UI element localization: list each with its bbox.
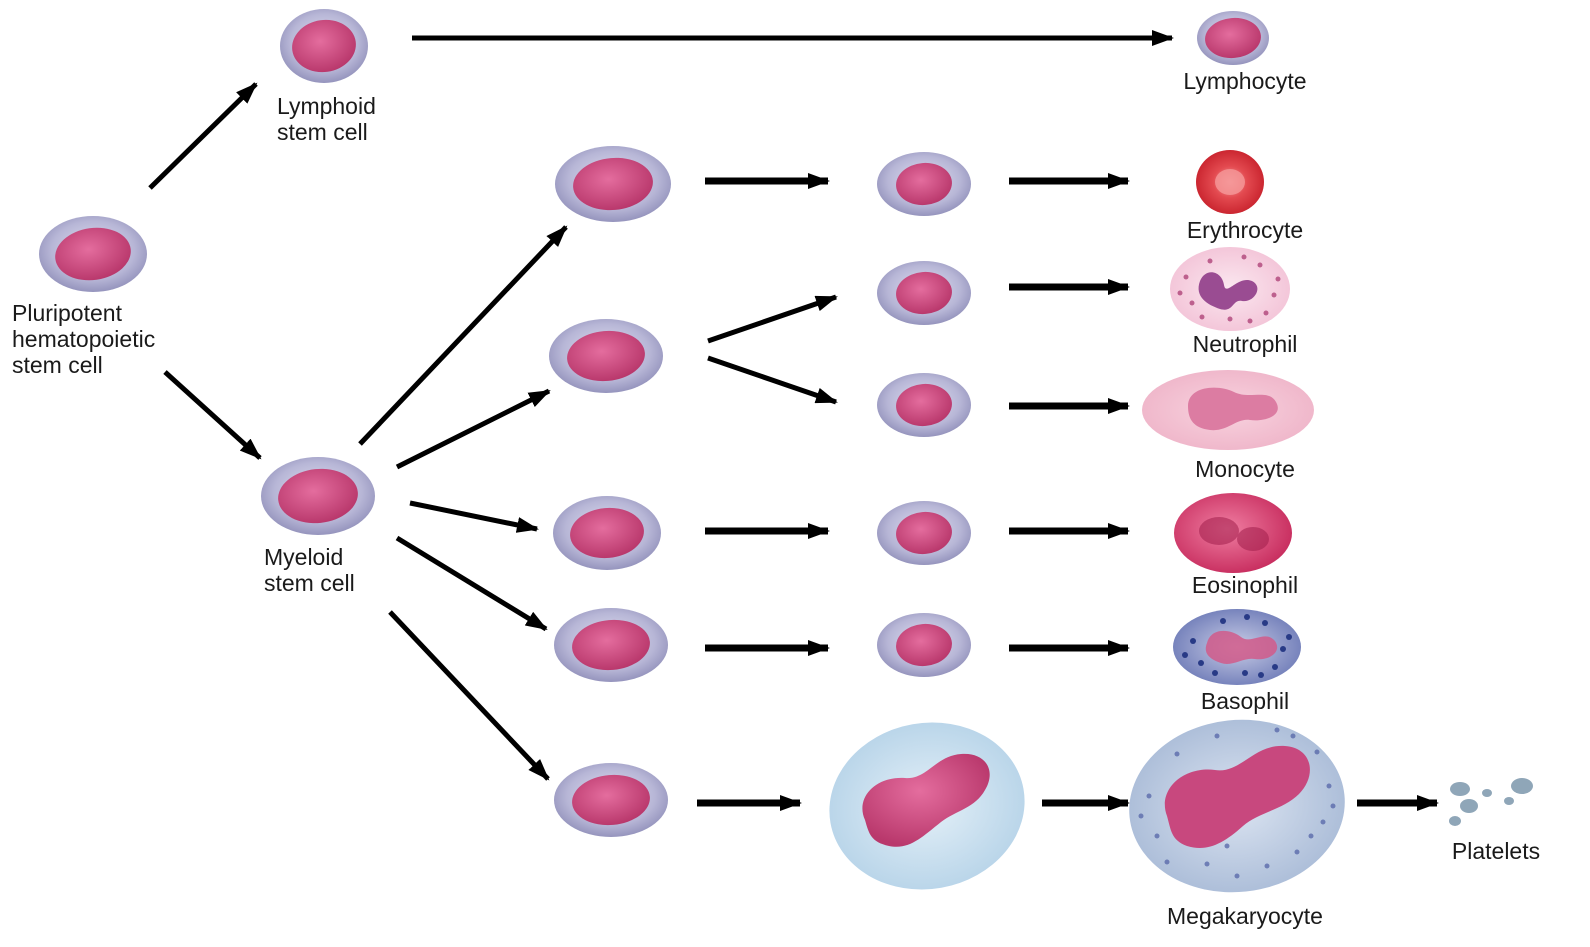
label-line: Lymphoid xyxy=(277,93,376,119)
label-line: stem cell xyxy=(277,119,376,145)
mature-cells xyxy=(1121,11,1533,903)
label-pluripotent-stem-cell: Pluripotent hematopoietic stem cell xyxy=(12,300,155,378)
label-line: stem cell xyxy=(264,570,355,596)
lymphocyte-cell xyxy=(1197,11,1269,65)
eosinophil-progenitor xyxy=(553,496,661,570)
label-line: stem cell xyxy=(12,352,155,378)
lymphoid-stem-cell xyxy=(280,9,368,83)
label-erythrocyte: Erythrocyte xyxy=(1187,217,1303,243)
label-eosinophil: Eosinophil xyxy=(1192,572,1298,598)
eosinophil-precursor xyxy=(877,501,971,565)
label-basophil: Basophil xyxy=(1201,688,1289,714)
label-line: hematopoietic xyxy=(12,326,155,352)
arrow-myeloid-to-granulocyte-progenitor xyxy=(397,391,549,467)
label-line: Myeloid xyxy=(264,544,355,570)
neutrophil-precursor xyxy=(877,261,971,325)
label-lymphoid-stem-cell: Lymphoid stem cell xyxy=(277,93,376,145)
arrow-split-to-monocyte-precursor xyxy=(708,358,836,402)
monocyte-cell xyxy=(1142,370,1314,450)
basophil-precursor xyxy=(877,613,971,677)
label-platelets: Platelets xyxy=(1452,838,1540,864)
label-line: Pluripotent xyxy=(12,300,155,326)
granulocyte-monocyte-progenitor xyxy=(549,319,663,393)
megakaryoblast xyxy=(816,707,1038,905)
pluripotent-stem-cell xyxy=(39,216,147,292)
eosinophil-cell xyxy=(1174,493,1292,573)
label-lymphocyte: Lymphocyte xyxy=(1183,68,1306,94)
arrow-myeloid-to-eosinophil-progenitor xyxy=(410,503,537,529)
basophil-cell xyxy=(1173,609,1301,685)
erythroid-progenitor xyxy=(555,146,671,222)
arrow-myeloid-to-basophil-progenitor xyxy=(397,538,546,629)
label-monocyte: Monocyte xyxy=(1195,456,1295,482)
arrow-myeloid-to-erythroid-progenitor xyxy=(360,227,566,444)
megakaryocyte-progenitor xyxy=(554,763,668,837)
arrow-pluripotent-to-myeloid xyxy=(165,372,260,458)
myeloid-stem-cell xyxy=(261,457,375,535)
arrow-split-to-neutrophil-precursor xyxy=(708,297,836,341)
label-neutrophil: Neutrophil xyxy=(1193,331,1298,357)
label-megakaryocyte: Megakaryocyte xyxy=(1167,903,1323,929)
erythrocyte-cell xyxy=(1196,150,1264,214)
megakaryocyte-cell xyxy=(1121,709,1354,903)
arrow-myeloid-to-megakaryocyte-progenitor xyxy=(390,612,548,779)
arrow-pluripotent-to-lymphoid xyxy=(150,84,256,188)
basophil-progenitor xyxy=(554,608,668,682)
label-myeloid-stem-cell: Myeloid stem cell xyxy=(264,544,355,596)
neutrophil-cell xyxy=(1170,247,1290,331)
erythroid-precursor xyxy=(877,152,971,216)
monocyte-precursor xyxy=(877,373,971,437)
platelets-cluster xyxy=(1449,778,1533,826)
